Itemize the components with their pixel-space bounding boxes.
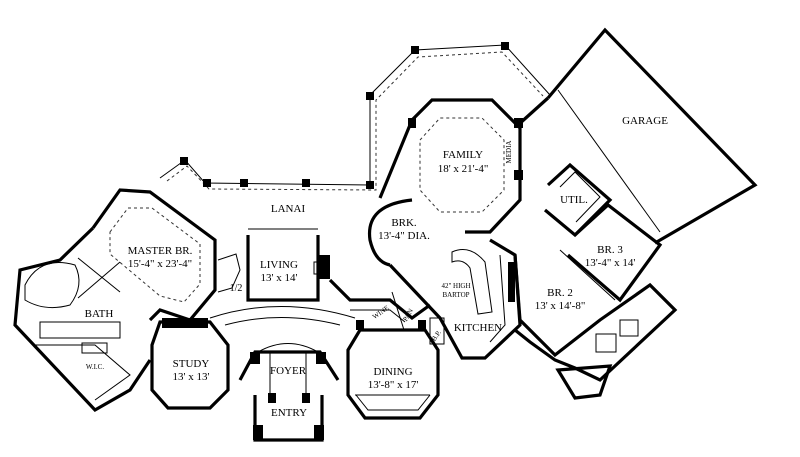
wine-pantry (328, 278, 431, 331)
garage-label: GARAGE (622, 115, 668, 127)
lanai-outline (159, 42, 551, 191)
bp-label: B.P. (430, 329, 443, 343)
dining-room (346, 320, 440, 420)
master-size: 15'-4" x 23'-4" (128, 258, 192, 270)
kitchen-label: KITCHEN (454, 322, 502, 334)
bedroom-3 (559, 202, 663, 303)
brk-label: BRK. (391, 217, 417, 229)
garage (516, 27, 758, 245)
wine-label: WINE (371, 304, 391, 321)
bath-label: BATH (85, 308, 114, 320)
master-label: MASTER BR. (128, 245, 193, 257)
media-label: MEDIA (505, 141, 513, 164)
br3-size: 13'-4" x 14' (585, 257, 636, 269)
lanai-label: LANAI (271, 203, 306, 215)
entry-label: ENTRY (271, 407, 307, 419)
kitchen (388, 249, 522, 360)
family-room (378, 98, 523, 234)
half-bath-label: 1/2 (230, 283, 243, 294)
entry (253, 393, 324, 442)
br3-label: BR. 3 (597, 244, 623, 256)
study-size: 13' x 13' (173, 371, 210, 383)
utility-room (543, 162, 613, 238)
master-bedroom (91, 188, 241, 322)
bartop-line2: BARTOP (442, 291, 469, 299)
wic-label: W.I.C. (86, 363, 104, 371)
bartop-line1: 42" HIGH (441, 282, 470, 290)
living-room (209, 228, 356, 326)
breakfast-nook (367, 198, 413, 267)
util-label: UTIL. (560, 194, 588, 206)
foyer-label: FOYER (270, 365, 307, 377)
living-label: LIVING (260, 259, 298, 271)
study (150, 318, 230, 410)
br2-size: 13' x 14'-8" (535, 300, 586, 312)
dining-size: 13'-8" x 17' (368, 379, 419, 391)
dining-label: DINING (373, 366, 412, 378)
family-label: FAMILY (443, 149, 483, 161)
foyer (238, 343, 340, 395)
br2-label: BR. 2 (547, 287, 573, 299)
family-size: 18' x 21'-4" (438, 163, 489, 175)
master-bath (13, 226, 152, 413)
study-label: STUDY (173, 358, 210, 370)
living-size: 13' x 14' (261, 272, 298, 284)
brk-size: 13'-4" DIA. (378, 230, 430, 242)
